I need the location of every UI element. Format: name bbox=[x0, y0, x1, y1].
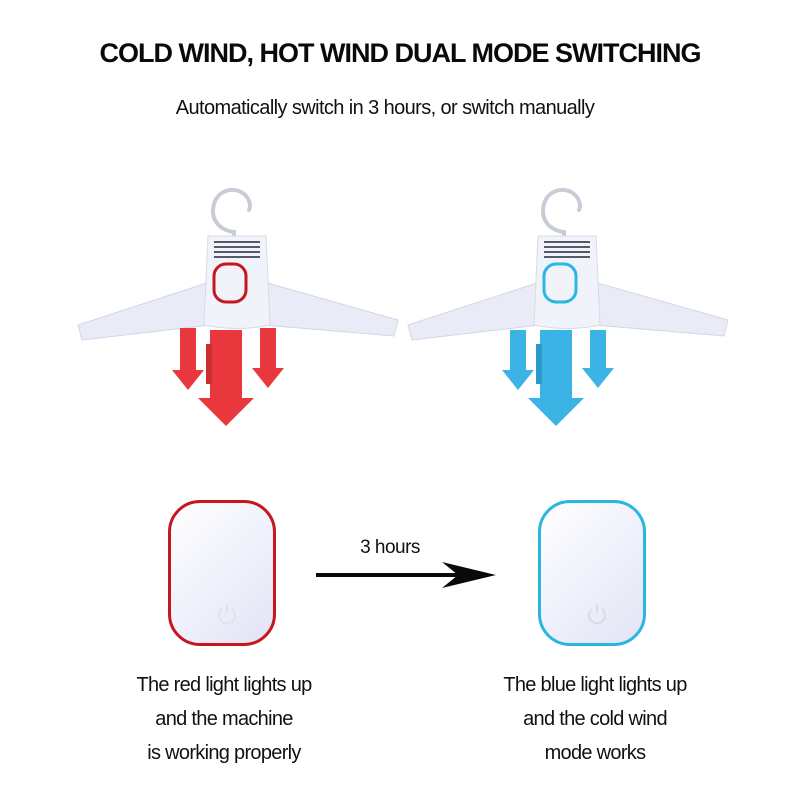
page-subtitle: Automatically switch in 3 hours, or swit… bbox=[175, 97, 595, 119]
caption-line: and the machine bbox=[155, 708, 293, 730]
caption-line: is working properly bbox=[147, 742, 301, 764]
vent-icon bbox=[544, 241, 590, 258]
page-title: COLD WIND, HOT WIND DUAL MODE SWITCHING bbox=[99, 38, 702, 68]
cold-mode-panel bbox=[538, 500, 646, 646]
arrow-right-icon bbox=[316, 562, 496, 588]
hook-icon bbox=[211, 187, 252, 246]
hanger-cold-wind-illustration bbox=[407, 187, 729, 426]
down-arrows-icon bbox=[502, 330, 614, 426]
down-arrows-icon bbox=[172, 328, 284, 426]
caption-line: The red light lights up bbox=[136, 674, 312, 696]
red-light-ring bbox=[212, 262, 248, 304]
caption-line: The blue light lights up bbox=[503, 674, 687, 696]
transition-label: 3 hours bbox=[360, 537, 420, 558]
power-icon bbox=[588, 604, 606, 625]
power-icon bbox=[218, 604, 236, 625]
blue-light-ring bbox=[542, 262, 578, 304]
hanger-hot-wind-illustration bbox=[77, 187, 399, 426]
vent-icon bbox=[214, 241, 260, 258]
cold-mode-caption: The blue light lights up and the cold wi… bbox=[445, 668, 745, 770]
hook-icon bbox=[541, 187, 582, 246]
caption-line: and the cold wind bbox=[523, 708, 667, 730]
hot-mode-panel bbox=[168, 500, 276, 646]
hot-mode-caption: The red light lights up and the machine … bbox=[74, 668, 374, 770]
caption-line: mode works bbox=[544, 742, 647, 764]
